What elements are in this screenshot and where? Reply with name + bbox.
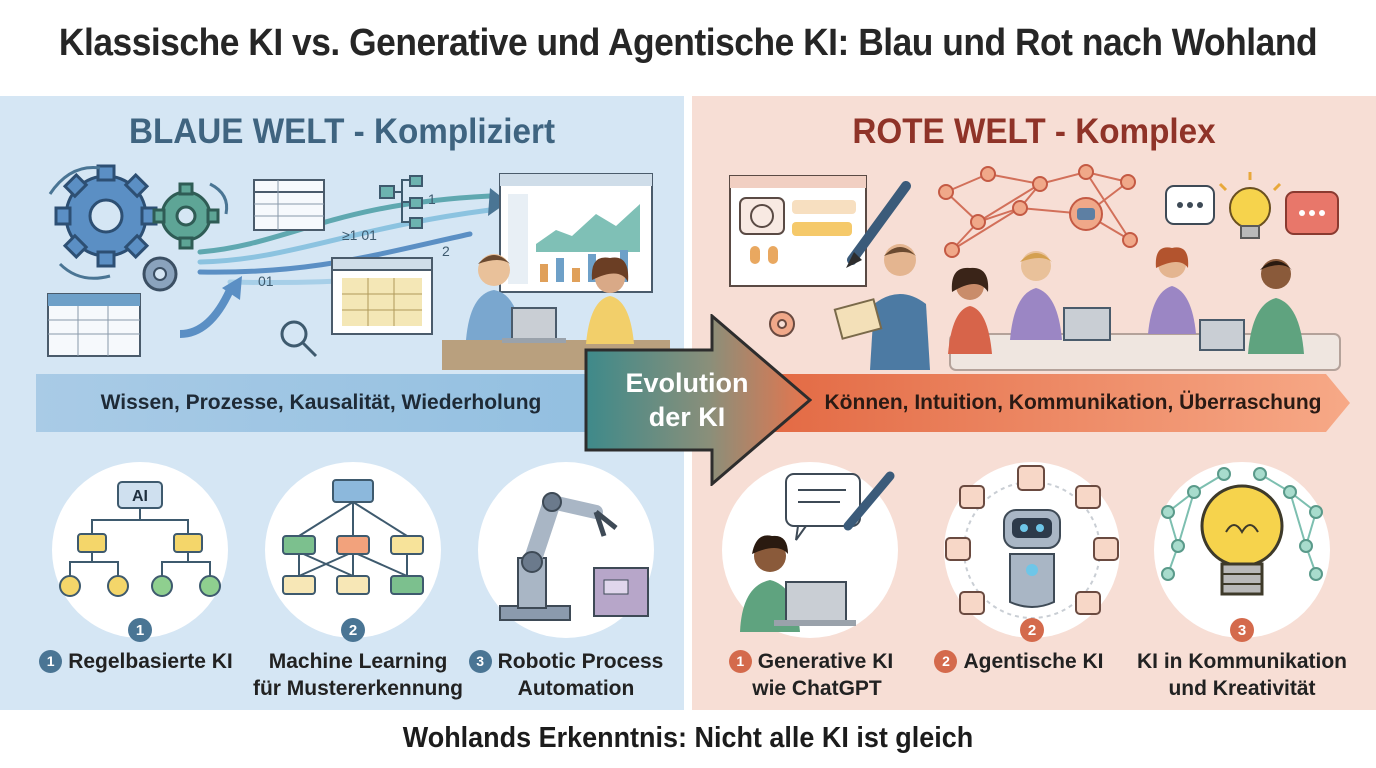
step-label: 1: [428, 191, 436, 207]
page-title: Klassische KI vs. Generative und Agentis…: [58, 22, 1318, 64]
red-world-title: ROTE WELT - Komplex: [852, 112, 1216, 151]
gear-icon: [54, 164, 158, 268]
generative-ai-circle: [722, 462, 898, 638]
person-man: [466, 254, 522, 340]
rule-based-label-text: Regelbasierte KI: [68, 650, 233, 673]
chat-bubble-icon: [1165, 185, 1215, 225]
robot-arm-icon: [499, 492, 649, 621]
agentic-label-number: 2: [934, 650, 958, 673]
rpa-label-line-1: Robotic Process: [497, 650, 664, 673]
creativity-ai-circle: [1154, 462, 1330, 638]
network-nodes: [938, 164, 1138, 258]
creativity-label-line-1: KI in Kommunikation: [1137, 650, 1347, 673]
rpa-label-number: 3: [468, 650, 492, 673]
laptop-icon: [1199, 319, 1245, 351]
rule-based-ai-circle: AI: [52, 462, 228, 638]
robot-icon: [945, 465, 1119, 619]
magnifier-icon: [280, 320, 318, 358]
footer-insight: Wohlands Erkenntnis: Nicht alle KI ist g…: [402, 722, 974, 754]
ml-label-line-2: für Mustererkennung: [252, 677, 464, 700]
ml-number: 2: [341, 618, 365, 642]
machine-learning-circle: [265, 462, 441, 638]
robot-icon: [1069, 197, 1103, 231]
evolution-arrow-line-1: Evolution: [625, 368, 749, 398]
creativity-label-line-2: und Kreativität: [1168, 677, 1316, 700]
red-world-band: Können, Intuition, Kommunikation, Überra…: [770, 374, 1350, 432]
generative-label-line-1: Generative KI: [757, 650, 894, 673]
person-presenter: [833, 244, 930, 370]
ai-box-label: AI: [132, 488, 148, 505]
spreadsheet-icon: [47, 293, 141, 357]
ml-label-line-1: Machine Learning: [268, 650, 448, 673]
flowchart-icon: [379, 175, 423, 229]
creativity-number: 3: [1230, 618, 1254, 642]
gear-icon: [152, 182, 220, 250]
agentic-label-text: Agentische KI: [963, 650, 1104, 673]
dashboard-icon: [499, 173, 653, 293]
blue-world-band-text: Wissen, Prozesse, Kausalität, Wiederholu…: [100, 391, 542, 414]
agentic-number: 2: [1020, 618, 1044, 642]
pen-icon: [846, 181, 911, 268]
person-woman: [948, 267, 992, 354]
red-band-arrow-shape: [770, 374, 1350, 432]
person-woman: [1148, 247, 1196, 334]
evolution-arrow-line-2: der KI: [648, 402, 726, 432]
rpa-label-line-2: Automation: [517, 677, 635, 700]
lightbulb-icon: [1161, 467, 1323, 596]
rpa-circle: [478, 462, 654, 638]
chat-window: [729, 175, 867, 287]
generative-label-line-2: wie ChatGPT: [752, 677, 882, 700]
red-world-band-text: Können, Intuition, Kommunikation, Überra…: [824, 391, 1322, 414]
lightbulb-icon: [1218, 172, 1282, 239]
neural-flowchart-icon: [282, 479, 424, 595]
person-man: [1248, 259, 1304, 354]
blue-process-illustration: ≥1 01 01 1 2: [47, 164, 670, 370]
person-man: [1010, 251, 1062, 340]
laptop-icon: [502, 307, 566, 343]
person-woman: [586, 257, 634, 344]
gear-icon: [142, 256, 178, 292]
blue-world-band: Wissen, Prozesse, Kausalität, Wiederholu…: [36, 374, 616, 432]
person-chat-icon: [740, 471, 895, 632]
laptop-icon: [1063, 307, 1111, 341]
red-collaboration-illustration: [729, 164, 1341, 371]
blue-world-title: BLAUE WELT - Kompliziert: [128, 112, 556, 151]
binary-label: ≥1 01: [342, 227, 377, 243]
agentic-ai-circle: [944, 462, 1120, 638]
chat-bubble-icon: [1285, 191, 1339, 235]
binary-label: 01: [258, 273, 274, 289]
generative-label-number: 1: [728, 650, 752, 673]
creativity-label: KI in Kommunikation und Kreativität: [1136, 648, 1348, 702]
step-label: 2: [442, 243, 450, 259]
rule-tree-icon: AI: [59, 481, 221, 597]
rule-based-label-number: 1: [39, 650, 63, 673]
evolution-arrow-label: Evolution der KI: [598, 366, 776, 434]
rule-based-number: 1: [128, 618, 152, 642]
spreadsheet-window: [331, 257, 433, 335]
ml-label: Machine Learning für Mustererkennung: [248, 648, 468, 702]
spreadsheet-icon: [253, 179, 325, 231]
gear-icon: [769, 311, 795, 337]
evolution-arrow: [584, 314, 812, 486]
